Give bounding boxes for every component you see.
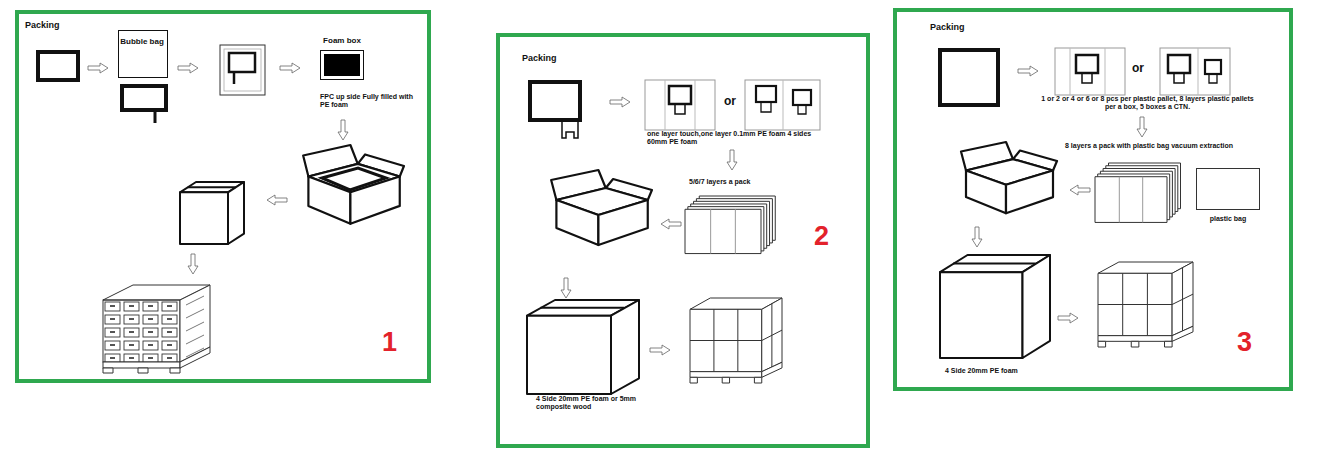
panel-1-illustration	[233, 72, 236, 84]
panel-3-illustration	[961, 142, 1057, 213]
label-text: Packing	[522, 53, 602, 64]
panel-1-illustration	[178, 63, 198, 73]
foam-box-fill	[320, 50, 364, 80]
panel-1-illustration	[220, 45, 265, 95]
panel-3-illustration	[940, 255, 1050, 358]
panel-number: 3	[1237, 326, 1267, 358]
panel-3-illustration	[972, 227, 982, 247]
label-text: 5/6/7 layers a pack	[689, 178, 799, 186]
panel-3-illustration	[940, 48, 1230, 358]
panel-1-illustration	[103, 368, 180, 373]
panel-1-illustration	[267, 195, 287, 205]
label-text: or	[724, 94, 744, 108]
panel-3-illustration	[1018, 66, 1038, 76]
panel-1-illustration	[303, 145, 404, 224]
panel-3-illustration	[1098, 262, 1193, 347]
panel-1-illustration	[280, 63, 300, 73]
label-text: FPC up side Fully filled with PE foam	[320, 93, 420, 110]
panel-1-illustration	[188, 254, 198, 274]
label-text: 1 or 2 or 4 or 6 or 8 pcs per plastic pa…	[1040, 95, 1255, 112]
label-text: or	[1132, 61, 1152, 75]
node-box: Bubble bag	[118, 30, 168, 78]
panel-1-illustration	[338, 120, 348, 140]
panel-2-illustration	[665, 80, 695, 130]
panel-2-illustration	[561, 278, 571, 298]
panel-2-illustration	[669, 86, 691, 104]
panel-2-illustration	[650, 345, 670, 355]
panel-3-illustration	[1095, 163, 1181, 222]
packing-panel: Packing or 1 or 2 or 4 or 6 or 8 pcs per p…	[893, 8, 1293, 391]
label-text: plastic bag	[1196, 215, 1260, 223]
panel-3-illustration	[1070, 185, 1090, 195]
panel-1-illustration	[103, 362, 180, 368]
node-box: plastic bag	[1196, 168, 1260, 226]
panel-2-illustration	[761, 102, 771, 112]
panel-1-illustration	[322, 168, 386, 190]
panel-3-illustration	[940, 50, 998, 105]
panel-2-illustration	[527, 80, 820, 394]
panel-1-illustration	[122, 86, 166, 110]
panel-2-illustration	[690, 298, 782, 383]
panel-3-illustration	[1205, 60, 1221, 74]
panel-2-illustration	[756, 86, 776, 102]
panel-1-illustration	[229, 53, 255, 72]
label-text: 8 layers a pack with plastic bag vacuum …	[1065, 142, 1265, 150]
panel-3-illustration	[1174, 73, 1184, 83]
label-text: one layer touch,one layer 0.1mm PE foam …	[647, 130, 817, 147]
panel-3-illustration	[1070, 48, 1105, 95]
panel-3-illustration	[1160, 48, 1230, 95]
node-box: Foam box	[318, 36, 366, 88]
panel-2-illustration	[551, 170, 652, 245]
label-text: Foam box	[318, 36, 366, 46]
panel-2-illustration	[527, 300, 639, 394]
packing-panel: PackingFPC up side Fully filled with PE …	[15, 10, 431, 383]
panel-3-illustration	[1082, 73, 1092, 83]
label-text: 4 Side 20mm PE foam	[945, 367, 1065, 375]
panel-2-illustration	[745, 80, 820, 130]
panel-3-illustration	[1168, 55, 1190, 73]
panel-1-illustration	[88, 63, 108, 73]
panel-2-illustration	[727, 150, 737, 170]
panel-3-illustration	[1055, 48, 1125, 95]
foam-box-fill	[324, 54, 360, 76]
panel-1-illustration	[103, 300, 180, 362]
panel-2-illustration	[645, 80, 715, 130]
panel-1-illustration	[38, 52, 78, 80]
plastic-bag-outline	[1196, 168, 1260, 210]
panel-number: 1	[382, 326, 412, 358]
panel-3-illustration	[1058, 313, 1078, 323]
panel-2-illustration	[675, 104, 685, 114]
panel-2-illustration	[793, 90, 811, 105]
label-text: 4 Side 20mm PE foam or 5mm composite woo…	[536, 395, 656, 412]
panel-1-illustration	[154, 110, 157, 123]
panel-3-illustration	[1209, 74, 1217, 83]
panel-1-illustration	[180, 347, 210, 368]
panel-3-illustration	[1137, 117, 1147, 137]
panel-2-illustration	[562, 120, 578, 138]
panel-1-illustration	[224, 49, 261, 91]
panel-2-illustration	[685, 196, 775, 254]
label-text: Bubble bag	[119, 37, 166, 47]
packing-panel: Packing or one layer touch,one layer 0.1mm…	[496, 33, 870, 448]
panel-1-illustration	[180, 182, 244, 244]
panel-2-illustration	[530, 82, 580, 120]
label-text: Packing	[25, 20, 105, 31]
panel-3-illustration	[1198, 48, 1199, 95]
panel-number: 2	[814, 220, 844, 252]
panel-1-illustration	[186, 296, 204, 357]
label-text: Packing	[930, 22, 1010, 33]
panel-3-illustration	[1076, 55, 1098, 73]
panel-2-illustration	[798, 105, 806, 114]
panel-2-illustration	[783, 80, 784, 130]
panel-2-illustration	[661, 219, 681, 229]
panel-2-illustration	[610, 97, 630, 107]
